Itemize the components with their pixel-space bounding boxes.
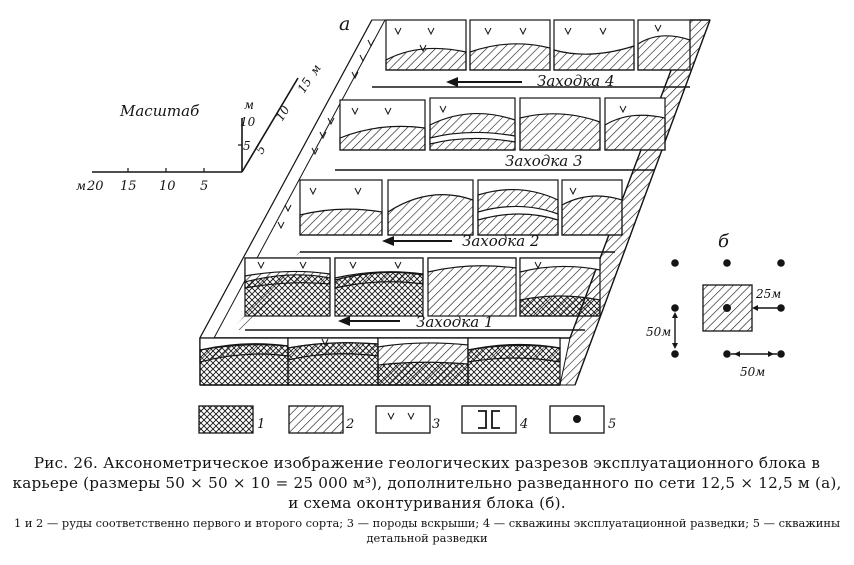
row-3-v-marks [351,105,627,116]
legend-number-5: 5 [608,417,616,432]
scale-depth-tick-15: 15 [295,75,315,95]
legend-swatch-2 [288,405,344,434]
scheme-b-label-50-bottom: 50м [740,365,765,379]
scale-h-tick-20: 20 [86,179,104,194]
scale-title: Масштаб [119,102,200,120]
row-4-v-marks [394,24,662,53]
legend-swatch-3 [375,405,431,434]
scale-h-tick-10: 10 [159,179,176,194]
row-4-label: Заходка 4 [537,72,615,90]
row-3-label: Заходка 3 [505,152,583,170]
scale-ticks [127,144,242,172]
row-1-arrow [338,316,400,326]
scale-vertical-unit: м [244,98,254,112]
panel-a-letter: а [339,13,350,35]
legend-number-4: 4 [519,417,528,432]
scale-depth-unit: м [307,62,324,78]
row-3-sections [339,97,666,151]
scheme-b [671,259,785,358]
legend [198,405,605,434]
scale-v-tick-10: 10 [240,115,256,129]
panel-b-letter: б [718,231,730,252]
block-diagram: а [76,13,785,434]
row-2-arrow [382,236,452,246]
row-1-label: Заходка 1 [416,313,494,331]
row-4-sections [385,19,691,71]
row-4-arrow [446,77,522,87]
scale-horizontal-unit: м [76,179,86,193]
caption-legend-note: 1 и 2 — руды соответственно первого и вт… [13,516,841,545]
figure-caption: Рис. 26. Аксонометрическое изображение г… [10,453,844,546]
row-1-sections [244,257,601,317]
row-2-sections [299,179,623,236]
scheme-b-label-50-left: 50м [646,325,671,339]
scale-h-tick-15: 15 [120,179,137,194]
row-2-v-marks [309,187,577,196]
legend-number-3: 3 [432,417,440,432]
row-1-v-marks [257,261,542,270]
legend-swatch-4 [461,405,517,434]
scale-axes [92,77,299,173]
front-v-marks [321,338,329,347]
legend-number-1: 1 [257,417,265,432]
scale-h-tick-5: 5 [200,179,208,194]
scale-depth-tick-10: 10 [273,103,293,124]
row-2-label: Заходка 2 [462,232,540,250]
scale-depth-tick-5: 5 [253,143,269,157]
legend-number-2: 2 [345,417,354,432]
left-slope-v-marks [277,39,375,230]
caption-main: Рис. 26. Аксонометрическое изображение г… [12,454,842,512]
scale-v-tick-5: 5 [243,139,251,153]
legend-swatch-1 [198,405,254,434]
scheme-b-label-25: 25м [755,287,781,301]
front-face-sections [199,337,561,386]
